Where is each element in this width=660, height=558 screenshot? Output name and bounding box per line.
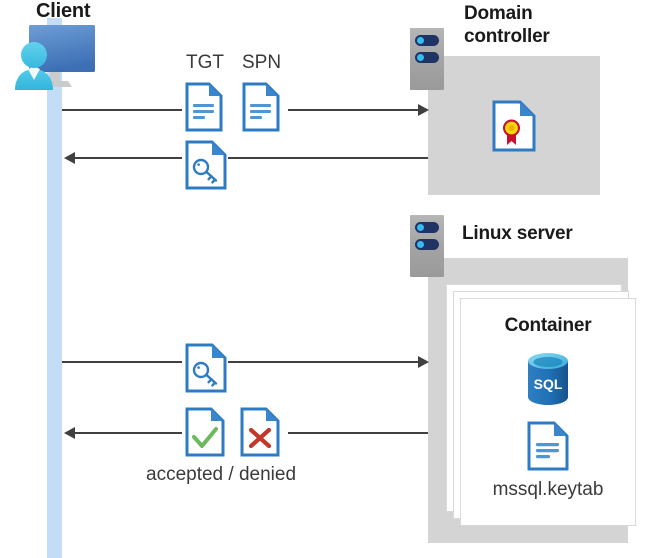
key-document-icon-request (185, 343, 227, 393)
keytab-filename-label: mssql.keytab (492, 479, 604, 500)
msg-1-line-right (288, 109, 420, 111)
msg-4-line-left (75, 432, 182, 434)
keytab-document-icon (527, 421, 569, 471)
spn-document-icon (242, 82, 280, 132)
certificate-document-icon (492, 100, 536, 152)
linux-server-rack-icon (410, 215, 444, 277)
cross-document-icon (240, 407, 280, 457)
client-lifeline (47, 18, 62, 558)
container-card-front: Container SQL (460, 298, 636, 526)
rack-bar-bottom (415, 52, 439, 63)
accepted-denied-caption: accepted / denied (146, 464, 297, 485)
msg-3-line-left (62, 361, 182, 363)
msg-2-line-right (228, 157, 428, 159)
svg-text:SQL: SQL (534, 376, 563, 392)
msg-1-arrowhead (418, 104, 429, 116)
msg-4-line-right (288, 432, 428, 434)
check-document-icon (185, 407, 225, 457)
key-document-icon-dc-response (185, 140, 227, 190)
user-monitor-icon (8, 22, 104, 94)
rack-bar-bottom (415, 239, 439, 250)
rack-bar-top (415, 222, 439, 233)
msg-2-arrowhead (64, 152, 75, 164)
msg-3-arrowhead (418, 356, 429, 368)
tgt-document-icon (185, 82, 223, 132)
msg-4-arrowhead (64, 427, 75, 439)
msg-1-line-left (62, 109, 182, 111)
sql-database-icon: SQL (522, 351, 574, 407)
spn-label: SPN (242, 52, 282, 73)
domain-controller-label-line2: controller (464, 26, 550, 47)
domain-controller-label-line1: Domain (464, 3, 533, 24)
msg-3-line-right (228, 361, 420, 363)
linux-server-label: Linux server (462, 223, 573, 244)
client-label: Client (36, 0, 91, 22)
rack-bar-top (415, 35, 439, 46)
container-title: Container (504, 315, 592, 336)
domain-controller-rack-icon (410, 28, 444, 90)
msg-2-line-left (75, 157, 182, 159)
tgt-label: TGT (186, 52, 224, 73)
